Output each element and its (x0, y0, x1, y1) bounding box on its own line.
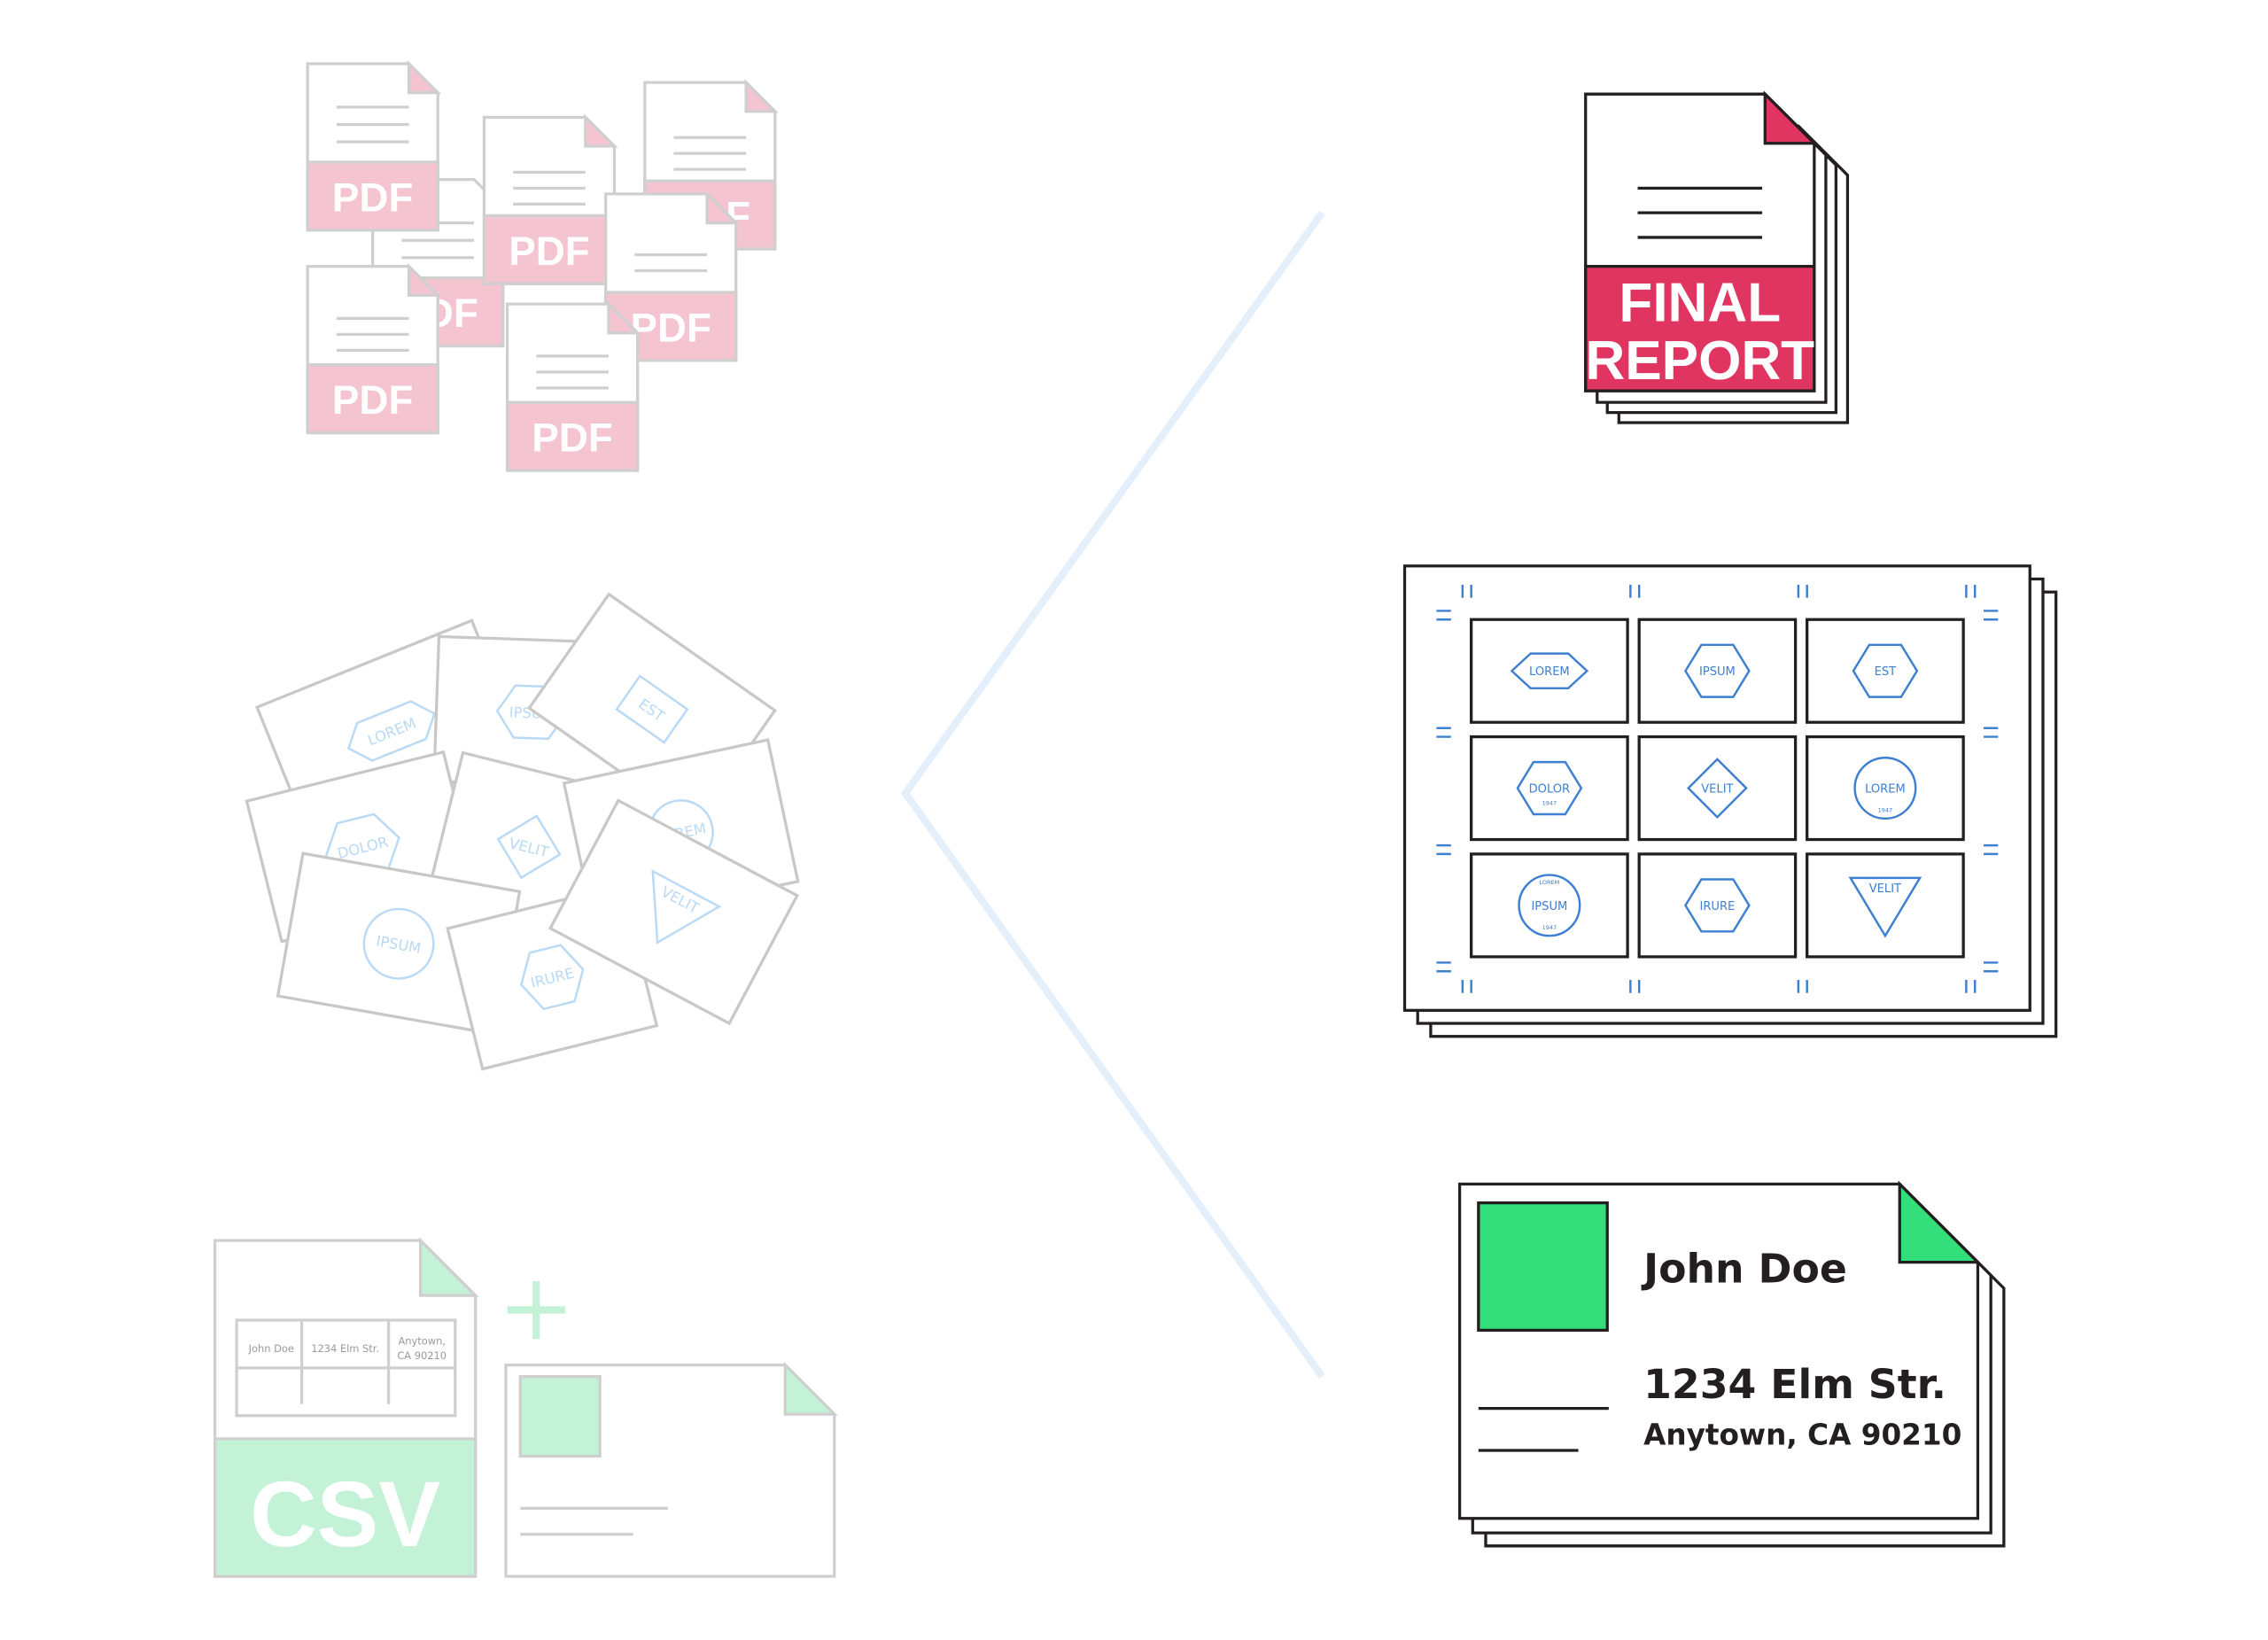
sheet-badge-label: VELIT (1701, 782, 1733, 796)
pdf-file-icon: PDF (505, 300, 641, 472)
csv-file-label: CSV (250, 1463, 440, 1566)
pdf-file-label: PDF (532, 416, 612, 461)
sheet-badge-cell: VELIT (1806, 852, 1965, 959)
address-street: 1234 Elm Str. (1643, 1361, 1946, 1408)
sheet-badge-cell: EST (1806, 618, 1965, 724)
badge-sub-ipsum-year: 1947 (1542, 924, 1557, 931)
pdf-files-group: PDF PDF PDF PDF (306, 59, 779, 472)
sheet-badge-label: VELIT (1869, 882, 1901, 896)
sheet-badge-cell: IPSUM (1470, 852, 1629, 959)
badge-outline (1853, 757, 1917, 820)
crop-marks (1436, 585, 1999, 993)
final-report-document: FINAL REPORT (1584, 90, 1850, 424)
pdf-file-icon: PDF (306, 262, 442, 435)
sheet-badge-cell: IPSUM (1637, 618, 1798, 724)
pdf-file-icon: PDF (482, 113, 618, 285)
badge-outline (1684, 878, 1751, 933)
sheet-badge-label: LOREM (1865, 782, 1906, 796)
card-template-icon (504, 1361, 838, 1578)
sheet-badge-cell: IRURE (1637, 852, 1798, 959)
sheet-badge-label: IPSUM (1531, 900, 1567, 913)
address-name: John Doe (1641, 1245, 1847, 1292)
sheet-badge-cell: VELIT (1637, 735, 1798, 842)
address-card-stack: John Doe 1234 Elm Str. Anytown, CA 90210 (1457, 1180, 2006, 1548)
badge-sub-dolor-year: 1947 (1542, 799, 1557, 806)
pdf-file-icon: PDF (604, 190, 740, 362)
csv-cell-city: Anytown, (398, 1335, 446, 1348)
sheet-badge-label: EST (1875, 665, 1897, 679)
csv-cell-zip: CA 90210 (397, 1349, 447, 1362)
csv-file-icon: CSV John Doe 1234 Elm Str. Anytown, CA 9… (213, 1237, 479, 1578)
sheet-badge-grid: LOREM IPSUM EST DOLOR VELIT LOREM IPSUM IRURE VE… (1470, 618, 1965, 959)
final-report-title-line1: FINAL (1619, 273, 1781, 334)
badge-outline (1848, 876, 1922, 938)
csv-cell-name: John Doe (248, 1342, 294, 1355)
address-card-photo (1477, 1201, 1609, 1333)
sheet-badge-cell: LOREM (1806, 735, 1965, 842)
sheet-badge-label: IPSUM (1699, 665, 1736, 679)
badge-sub-ipsum-top: LOREM (1539, 879, 1559, 886)
csv-merge-group: CSV John Doe 1234 Elm Str. Anytown, CA 9… (213, 1237, 838, 1578)
final-report-title-line2: REPORT (1585, 330, 1814, 392)
pdf-file-label: PDF (332, 377, 413, 423)
address-city: Anytown, CA 90210 (1643, 1418, 1961, 1451)
sheet-badge-cell: DOLOR (1470, 735, 1629, 842)
badge-outline (1684, 643, 1751, 698)
csv-cell-street: 1234 Elm Str. (311, 1342, 379, 1355)
scattered-badge-cards: LOREM IPSUM EST DOLOR VELIT LOREM (245, 592, 800, 1071)
badge-outline (1852, 643, 1919, 698)
badge-outline (1518, 874, 1581, 937)
pdf-file-label: PDF (630, 306, 711, 351)
badge-outline (1516, 760, 1583, 816)
sheet-badge-cell: LOREM (1470, 618, 1629, 724)
pdf-file-label: PDF (332, 175, 413, 221)
center-chevron-arrow (900, 210, 1325, 1380)
badge-outline (1510, 652, 1589, 690)
pdf-file-label: PDF (509, 229, 589, 274)
pdf-file-icon: PDF (306, 59, 442, 232)
sheet-badge-label: DOLOR (1529, 782, 1570, 796)
badge-outline (1686, 758, 1748, 819)
plus-icon (507, 1280, 565, 1340)
sheet-badge-label: LOREM (1529, 665, 1570, 679)
badge-card: VELIT (548, 798, 800, 1026)
badge-sub-lorem-year: 1947 (1878, 807, 1893, 814)
imposition-sheet: LOREM IPSUM EST DOLOR VELIT LOREM IPSUM IRURE VE… (1402, 564, 2058, 1038)
sheet-badge-label: IRURE (1699, 900, 1735, 913)
